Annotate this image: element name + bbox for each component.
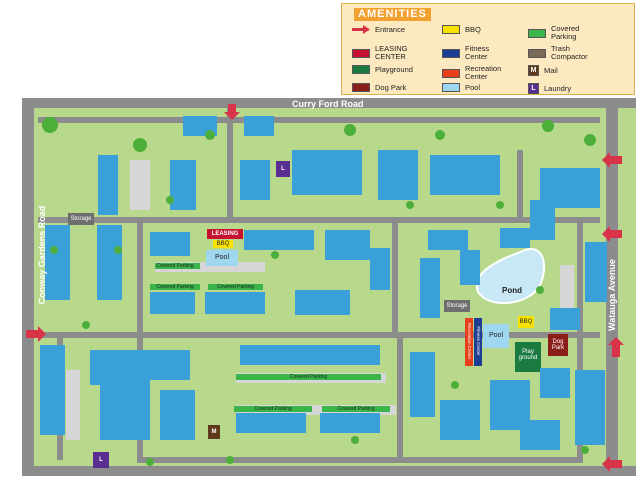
bbq-east [518,316,534,328]
legend-label: Mail [544,65,558,75]
legend-label: Playground [375,64,413,74]
storage-east [444,300,470,312]
playground-label: Play ground [518,349,538,361]
pond-label: Pond [502,286,522,295]
legend-swatch [442,83,460,92]
pool-label-west: Pool [214,254,229,261]
laundry-label-north: L [281,166,285,172]
pool-label-east: Pool [488,332,503,339]
legend-swatch: M [528,65,539,76]
street-label-east: Wataugа Avenue [607,259,617,331]
fitness-center-label: Fitness Center [476,326,481,356]
legend-item: Covered Parking [528,25,579,41]
road-wataugа [606,98,618,476]
legend-label: Laundry [544,83,572,93]
fitness-center [474,318,482,366]
bbq-leasing [213,240,233,248]
legend-label: Fitness Center [465,44,490,61]
apartment-buildings [40,116,607,450]
legend-label: Covered Parking [551,24,580,41]
legend-title: AMENITIES [354,8,431,21]
legend-swatch [352,83,370,92]
legend-item: Dog Park [352,83,406,92]
storage-label-east: Storage [446,303,468,309]
legend-swatch [528,48,546,58]
legend-label: Dog Park [375,82,407,92]
road-curry-ford [22,98,636,108]
bbq-label-east: BBQ [519,319,533,325]
dog-park-label: Dog Park [551,339,565,351]
dog-park [548,334,568,356]
leasing-center [207,229,243,239]
legend-swatch [352,48,370,58]
pond [475,248,546,305]
pool-east [483,324,509,348]
recreation-center [465,318,473,366]
storage-label-west: Storage [70,216,92,222]
legend-item: LEASING CENTER [352,45,408,61]
legend-swatch [442,68,460,78]
covered-parking-label-4: Covered Parking [289,374,328,380]
legend-item: Entrance [352,25,405,34]
entrance-arrows [26,104,624,472]
legend-swatch [528,28,546,38]
laundry-south [93,452,109,468]
legend-item: Trash Compactor [528,45,588,61]
laundry-label-south: L [99,457,103,463]
street-label-north: Curry Ford Road [292,99,364,109]
recreation-center-label: Recreation Center [467,322,472,360]
mail-box [208,425,220,439]
covered-parking-label-2: Covered Parking [156,284,194,290]
legend-label: BBQ [465,24,481,34]
legend-item: BBQ [442,25,481,34]
street-label-west: Conway Gardens Road [37,205,47,305]
road-south [22,466,636,476]
legend-label: LEASING CENTER [375,44,408,61]
playground [515,342,541,372]
bbq-label-west: BBQ [216,241,230,247]
covered-parking-areas [150,263,390,412]
legend-item: L Laundry [528,83,571,94]
covered-parking-label-3: Covered Parking [216,284,255,290]
covered-parking-label-5: Covered Parking [254,406,292,412]
storage-west [68,213,94,225]
mail-label: M [211,429,217,435]
covered-parking-label-6: Covered Parking [337,406,375,412]
legend-label: Pool [465,82,481,92]
legend-swatch [442,25,460,34]
legend-swatch: L [528,83,539,94]
legend-item: M Mail [528,65,558,76]
laundry-north [276,161,290,177]
road-conway-gardens [22,98,34,476]
legend-item: Pool [442,83,480,92]
legend-label: Entrance [375,24,406,34]
legend-swatch [442,48,460,58]
legend-label: Trash Compactor [551,44,588,61]
legend-item: Playground [352,65,413,74]
legend-label: Recreation Center [465,64,502,81]
trees [42,117,596,466]
pool-west [206,250,238,266]
legend-swatch [352,25,370,34]
covered-parking-label-1: Covered Parking [156,263,194,269]
legend-item: Recreation Center [442,65,501,81]
legend-item: Fitness Center [442,45,489,61]
legend-swatch [352,65,370,74]
leasing-label: LEASING [211,231,239,237]
